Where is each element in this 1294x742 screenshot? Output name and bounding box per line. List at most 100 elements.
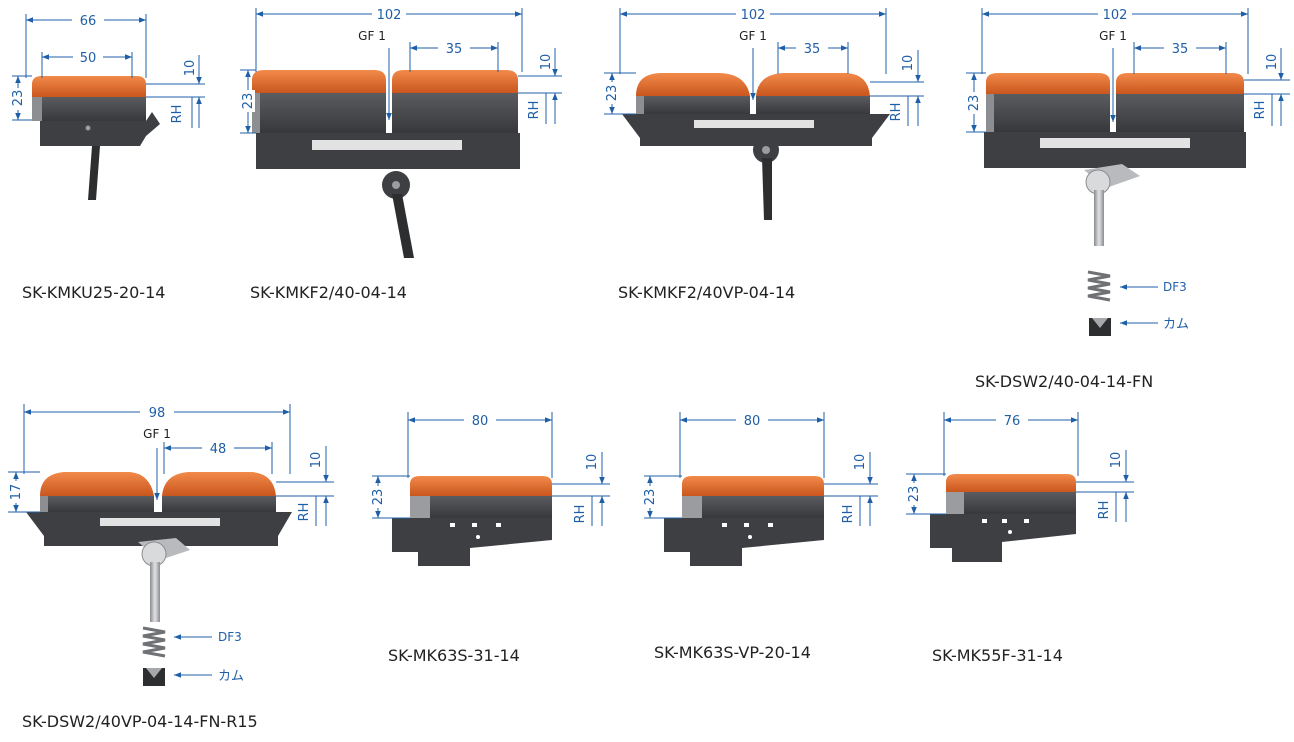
dim-height-5: 23: [371, 489, 386, 506]
dim-top-4: 10: [309, 452, 324, 469]
housing: [946, 492, 1076, 514]
product-caption-1: SK-KMKF2/40-04-14: [250, 283, 407, 302]
product-caption-0: SK-KMKU25-20-14: [22, 283, 166, 302]
product-drawing-5: 80 23 10 RH: [371, 412, 610, 566]
housing-right: [1116, 94, 1244, 132]
product-drawing-4: 98 GF 1 48 17 10 RH DF3 カム: [8, 404, 334, 686]
orange-cover-right: [162, 472, 276, 496]
dim-top-7: 10: [1109, 452, 1124, 469]
dim-gap-3: GF 1: [1099, 29, 1127, 43]
dim-rh-5: RH: [573, 505, 588, 524]
dim-top-6: 10: [853, 454, 868, 471]
orange-cover-left: [986, 73, 1110, 94]
housing-highlight: [32, 97, 42, 121]
dim-sub-1: 35: [446, 42, 463, 57]
dim-top-0: 10: [183, 60, 198, 77]
housing-left: [40, 496, 154, 512]
dim-height-7: 23: [907, 486, 922, 503]
housing-right: [162, 496, 276, 512]
dim-rh-3: RH: [1253, 101, 1268, 120]
dim-overall-7: 76: [1004, 414, 1021, 429]
housing-highlight: [636, 96, 644, 114]
orange-cover-left: [40, 472, 154, 496]
housing-highlight: [946, 492, 964, 514]
base-slot: [312, 140, 462, 150]
dim-sub-0: 50: [80, 51, 97, 66]
dim-top-1: 10: [539, 54, 554, 71]
dim-overall-3: 102: [1103, 8, 1128, 23]
spring-df3: [142, 626, 166, 658]
base-frame: [26, 512, 292, 546]
base-slot: [100, 518, 220, 526]
mount-block: [664, 518, 824, 566]
housing-highlight: [40, 496, 48, 512]
dim-rh-4: RH: [297, 503, 312, 522]
label-spring-4: DF3: [218, 630, 242, 644]
dim-overall-5: 80: [472, 414, 489, 429]
product-caption-6: SK-MK63S-VP-20-14: [654, 643, 811, 662]
orange-cover: [32, 76, 146, 97]
mount-block: [930, 514, 1076, 562]
dim-height-1: 23: [241, 93, 256, 110]
base-frame: [984, 132, 1246, 168]
dim-gap-1: GF 1: [358, 29, 386, 43]
cam-notch: [1092, 318, 1108, 328]
base-frame: [622, 114, 890, 146]
dim-rh-6: RH: [841, 505, 856, 524]
product-caption-3: SK-DSW2/40-04-14-FN: [975, 372, 1154, 391]
dim-overall-4: 98: [149, 406, 166, 421]
dim-rh-2: RH: [889, 103, 904, 122]
dim-top-5: 10: [585, 454, 600, 471]
dim-rh-0: RH: [170, 105, 185, 124]
dim-height-2: 23: [605, 85, 620, 102]
housing-left: [636, 96, 750, 114]
cable: [88, 146, 100, 200]
product-drawing-6: 80 23 10 RH: [643, 412, 878, 566]
orange-cover-right: [392, 70, 518, 93]
dim-overall-2: 102: [741, 8, 766, 23]
orange-cover-right: [1116, 73, 1244, 94]
product-drawing-7: 76 23 10 RH: [906, 412, 1134, 562]
lever-arm: [392, 194, 414, 258]
mount-bracket: [40, 112, 160, 146]
dim-sub-4: 48: [210, 442, 227, 457]
dim-height-0: 23: [11, 90, 26, 107]
label-cam-4: カム: [218, 669, 244, 684]
product-drawing-1: 102 GF 1 35 23 10 RH: [240, 7, 562, 258]
housing-left: [252, 93, 386, 133]
lever-arm: [762, 158, 772, 220]
orange-cover: [946, 474, 1076, 492]
product-caption-2: SK-KMKF2/40VP-04-14: [618, 283, 796, 302]
housing: [682, 496, 824, 518]
dim-rh-1: RH: [527, 101, 542, 120]
dimension-lines: [12, 14, 205, 128]
spring-df3: [1087, 270, 1111, 302]
label-cam-3: カム: [1163, 317, 1189, 332]
housing: [32, 97, 146, 121]
product-drawing-2: 102 GF 1 35 23 10 RH: [604, 7, 924, 220]
dim-gap-4: GF 1: [143, 427, 171, 441]
product-drawing-0: 66 50 23 10 RH: [11, 13, 205, 200]
plunger-rod: [1094, 190, 1104, 246]
base-slot: [1040, 138, 1190, 148]
dim-overall-6: 80: [744, 414, 761, 429]
dim-sub-2: 35: [804, 42, 821, 57]
dim-height-6: 23: [643, 489, 658, 506]
product-caption-4: SK-DSW2/40VP-04-14-FN-R15: [22, 712, 258, 731]
cam-notch: [146, 668, 162, 678]
dim-height-3: 23: [967, 95, 982, 112]
mount-block: [392, 518, 552, 566]
housing-left: [986, 94, 1110, 132]
housing-highlight: [252, 93, 260, 133]
label-spring-3: DF3: [1163, 280, 1187, 294]
housing-highlight: [682, 496, 702, 518]
housing-highlight: [986, 94, 994, 132]
orange-cover: [682, 476, 824, 496]
plunger-rod: [150, 562, 160, 622]
orange-cover-left: [252, 70, 386, 93]
dim-sub-3: 35: [1172, 42, 1189, 57]
dim-overall-1: 102: [377, 8, 402, 23]
product-caption-5: SK-MK63S-31-14: [388, 646, 520, 665]
base-slot: [694, 120, 814, 128]
